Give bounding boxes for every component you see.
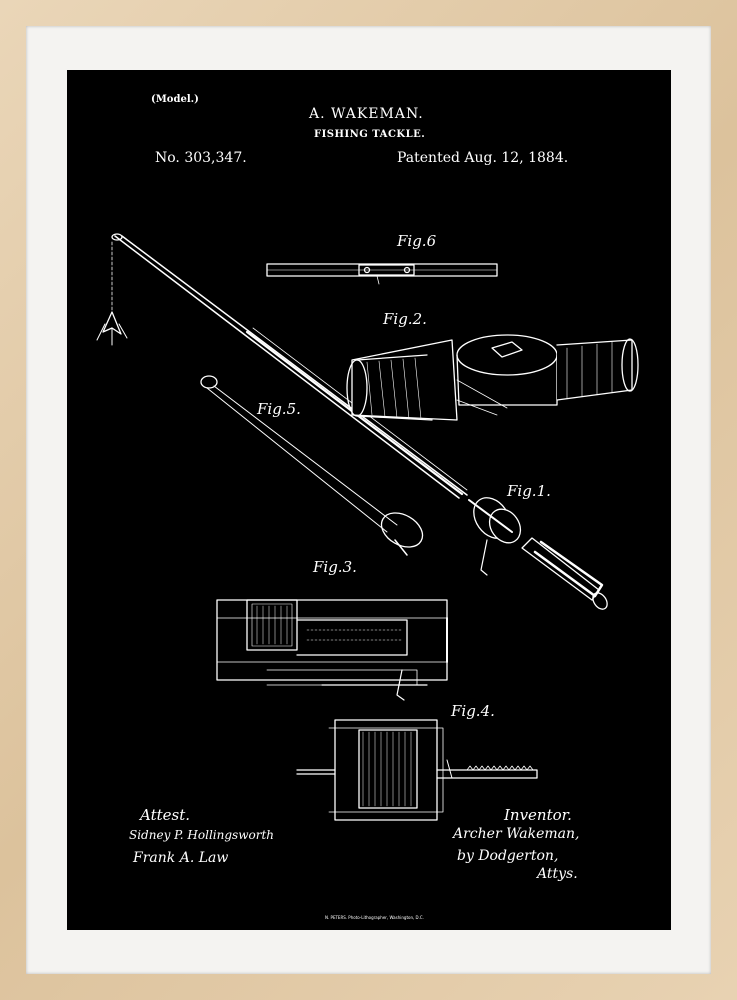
attys-signature: Attys. xyxy=(537,866,578,882)
fig4-label: Fig.4. xyxy=(451,702,495,720)
printer-credit: N. PETERS. Photo-Lithographer, Washingto… xyxy=(325,915,424,920)
patent-print: (Model.) A. WAKEMAN. FISHING TACKLE. No.… xyxy=(67,70,671,930)
attorney-signature: by Dodgerton, xyxy=(457,848,559,864)
patent-title: FISHING TACKLE. xyxy=(314,129,426,140)
attest-label: Attest. xyxy=(140,806,190,824)
model-label: (Model.) xyxy=(151,94,199,105)
patent-date: Patented Aug. 12, 1884. xyxy=(397,150,569,166)
fig6-drawing xyxy=(266,263,498,285)
fig1-rod-drawing xyxy=(96,233,608,610)
fig2-label: Fig.2. xyxy=(383,310,427,328)
inventor-name: A. WAKEMAN. xyxy=(309,106,424,122)
fig6-label: Fig.6 xyxy=(397,232,437,250)
inventor-label: Inventor. xyxy=(504,806,572,824)
fig2-drawing xyxy=(346,334,639,421)
fig5-drawing xyxy=(200,375,424,556)
patent-number: No. 303,347. xyxy=(155,150,247,166)
fig4-drawing xyxy=(296,719,538,821)
fig3-drawing xyxy=(216,599,448,701)
fig1-label: Fig.1. xyxy=(507,482,551,500)
fig5-label: Fig.5. xyxy=(257,400,301,418)
inventor-signature: Archer Wakeman, xyxy=(453,826,580,842)
fig3-label: Fig.3. xyxy=(313,558,357,576)
witness-signature-1: Sidney P. Hollingsworth xyxy=(129,828,274,842)
patent-drawing xyxy=(96,233,639,821)
witness-signature-2: Frank A. Law xyxy=(133,850,229,866)
